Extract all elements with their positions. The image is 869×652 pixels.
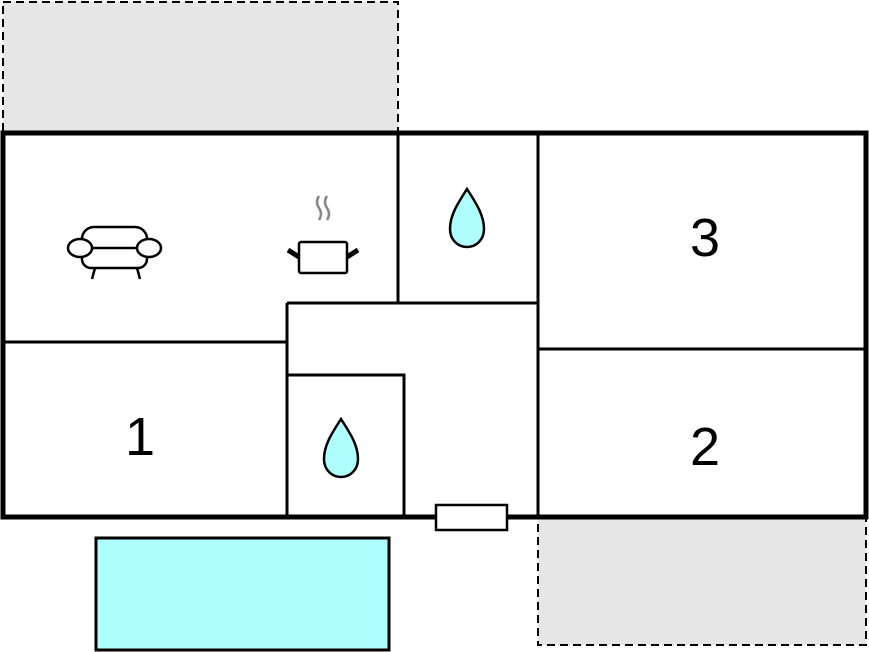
pool: [94, 536, 391, 652]
terrace-bottom-right: [537, 516, 867, 646]
room-label-1: 1: [125, 407, 155, 467]
water-drop-icon: [448, 186, 486, 249]
room-label-2: 2: [690, 417, 720, 477]
sofa-icon: [66, 225, 163, 280]
cooking-pot-icon: [286, 195, 360, 275]
outer-wall: [0, 130, 869, 520]
interior-walls: [3, 133, 866, 517]
entrance-door: [434, 503, 509, 532]
terrace-top-left: [2, 1, 399, 134]
room-label-3: 3: [690, 208, 720, 268]
water-drop-icon: [322, 416, 360, 479]
